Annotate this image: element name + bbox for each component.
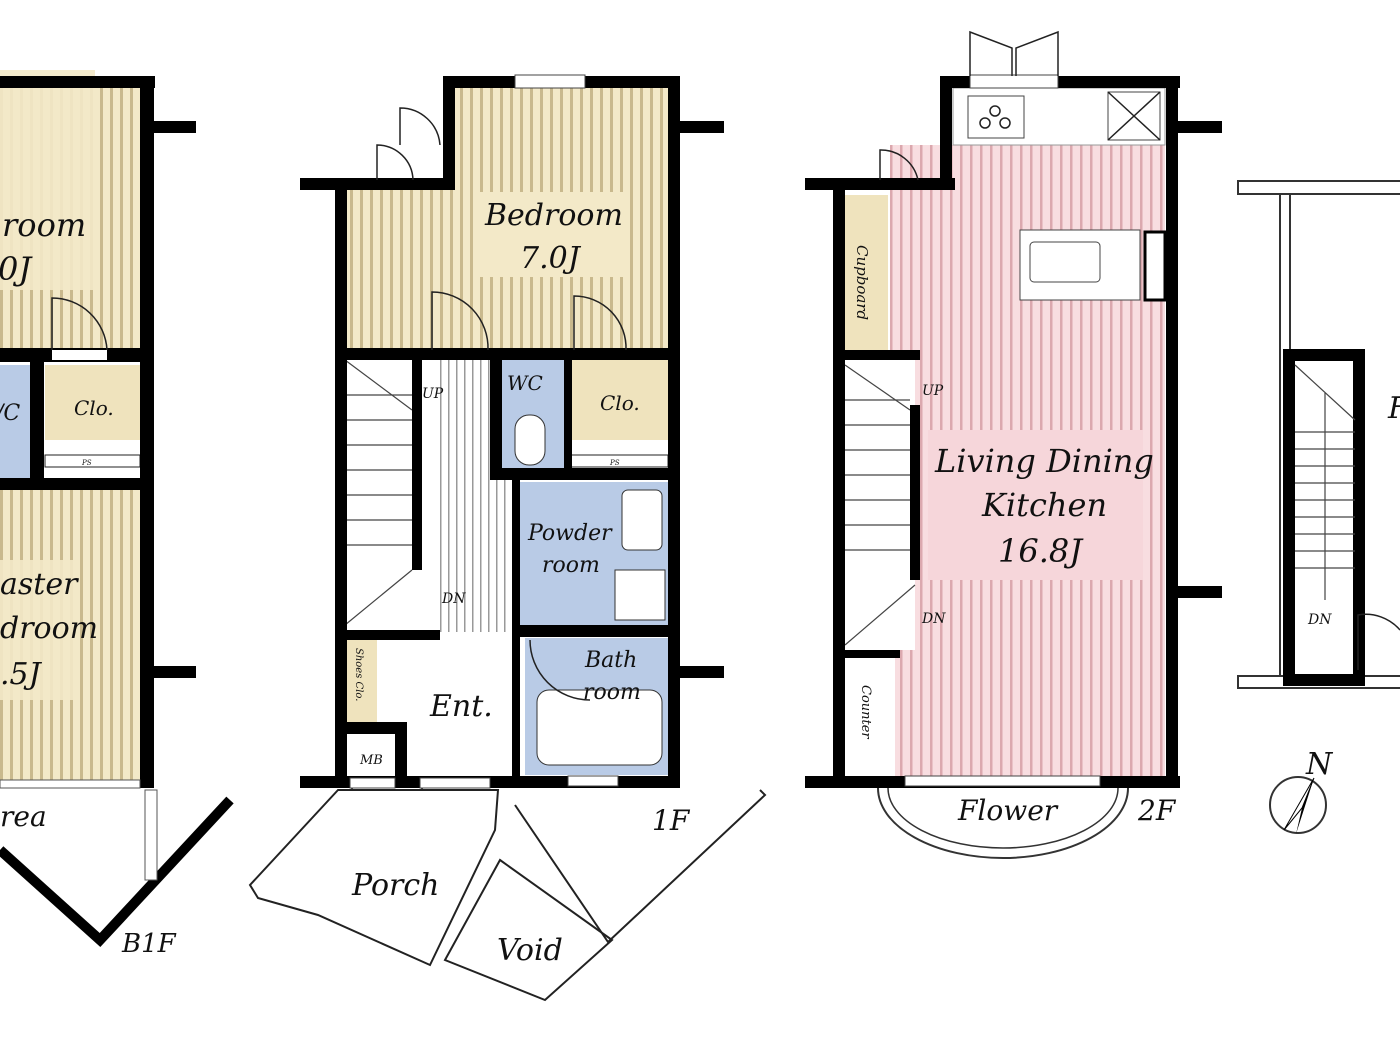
bath-line1: Bath	[584, 648, 637, 673]
floor-label-2f: 2F	[1137, 794, 1177, 827]
floor-2f: Cupboard Counter UP DN Living Dining Kit…	[805, 30, 1222, 859]
room2-line2: droom	[0, 611, 98, 646]
stairs-2f	[845, 360, 915, 650]
meter-box	[345, 740, 395, 776]
ps-label: PS	[609, 459, 620, 467]
bedroom-name: Bedroom	[484, 198, 623, 233]
dn-label: DN	[441, 591, 466, 607]
closet-label: Clo.	[74, 396, 114, 420]
floor-label-1f: 1F	[652, 804, 691, 837]
bath-line2: room	[583, 680, 641, 705]
closet-b1f	[45, 365, 140, 440]
ldk-line2: Kitchen	[981, 486, 1107, 524]
floor-label-b1f: B1F	[121, 929, 177, 959]
stove-icon	[967, 95, 1025, 139]
ldk-line1: Living Dining	[934, 442, 1154, 480]
flower-label: Flower	[957, 794, 1059, 827]
floor-1f: Bedroom 7.0J WC Clo. PS UP DN Powder roo…	[248, 74, 767, 1002]
room2-line1: aster	[0, 567, 79, 602]
floor-3f: DN F	[1237, 180, 1400, 689]
mb-label: MB	[359, 753, 383, 768]
wc-label: /C	[0, 401, 20, 426]
wc-b1f	[0, 365, 30, 480]
entrance-label: Ent.	[429, 689, 493, 724]
room2-size: .5J	[0, 657, 43, 692]
dn-label: DN	[921, 611, 946, 627]
cupboard-label: Cupboard	[853, 245, 871, 320]
ldk-size: 16.8J	[998, 532, 1084, 570]
room1-size: 0J	[0, 250, 33, 288]
floor-b1f: room 0J /C Clo. PS aster droom .5J rea B…	[0, 70, 234, 959]
up-label: UP	[422, 386, 444, 402]
up-label: UP	[922, 383, 944, 399]
powder-line1: Powder	[527, 521, 613, 546]
room1-name: room	[2, 206, 86, 244]
dn-label: DN	[1307, 612, 1332, 628]
shoe-closet-label: Shoes Clo.	[353, 648, 364, 701]
counter	[845, 658, 895, 776]
porch-label: Porch	[351, 868, 440, 903]
bedroom-size: 7.0J	[520, 241, 582, 276]
compass-north-arrow-icon: N	[1269, 747, 1334, 834]
powder-line2: room	[542, 553, 600, 578]
sink-icon	[1029, 241, 1101, 283]
counter-label: Counter	[858, 685, 873, 739]
wc-label: WC	[507, 371, 543, 395]
shoe-closet	[345, 640, 377, 722]
void-label: Void	[497, 933, 563, 968]
partial-label: F	[1387, 391, 1400, 426]
closet-1f	[570, 360, 668, 440]
ps-label: PS	[81, 459, 92, 467]
closet-label: Clo.	[600, 391, 640, 415]
area-label: rea	[0, 800, 47, 833]
cupboard	[845, 195, 888, 350]
bedroom-1f	[475, 192, 625, 277]
north-label: N	[1305, 747, 1334, 782]
